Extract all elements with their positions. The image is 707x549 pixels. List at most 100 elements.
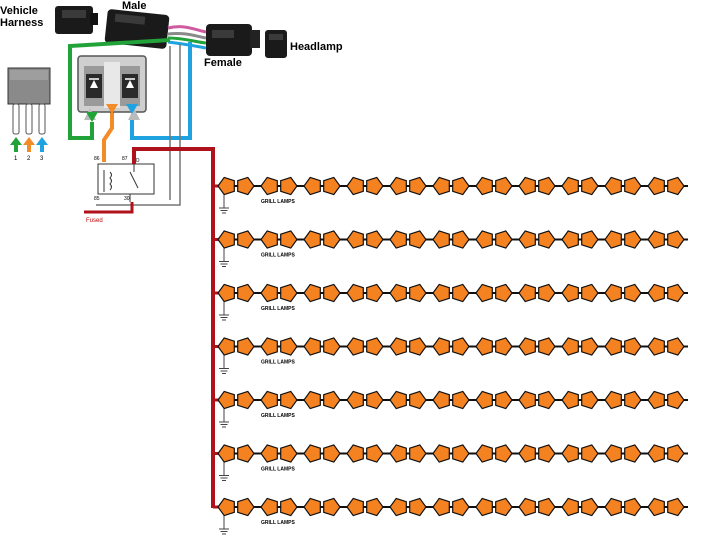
pin1-arrow [10,137,22,152]
grill-lamp-icon [604,283,642,303]
grill-lamp-icon [561,497,599,517]
relay-pin-86: 86 [94,156,100,162]
headlamp-connector [265,30,287,58]
grill-lamp-icon [647,283,685,303]
fused-wire [84,202,134,214]
grill-lamp-icon [389,337,427,356]
grill-lamp-icon [518,390,556,410]
grill-lamp-icon [475,444,513,463]
grill-lamp-icon [518,176,556,196]
ground-wire [96,44,181,206]
grill-lamp-icon [389,283,427,303]
relay-pin-85: 85 [94,196,100,202]
pin3-arrow [36,137,48,152]
lamp-row-2: GRILL LAMPS [213,230,688,267]
grill-lamps-label: GRILL LAMPS [261,467,295,473]
grill-lamp-icon [303,444,341,463]
grill-lamp-icon [647,337,685,356]
grill-lamp-icon [475,176,513,196]
grill-lamp-icon [260,497,298,517]
grill-lamp-icon [303,390,341,410]
grill-lamp-icon [604,444,642,463]
grill-lamp-icon [475,230,513,249]
grill-lamp-icon [604,497,642,517]
relay-pin-30: 30 [124,196,130,202]
grill-lamp-icon [389,444,427,463]
grill-lamp-icon [217,337,255,356]
grill-lamp-icon [432,337,470,356]
ground-icon [219,261,229,267]
grill-lamp-icon [217,390,255,410]
lamp-row-5: GRILL LAMPS [213,390,688,428]
fused-label: Fused [86,218,103,224]
lamp-row-1: GRILL LAMPS [213,176,688,214]
grill-lamps-label: GRILL LAMPS [261,253,295,259]
male-connector [104,9,170,49]
grill-lamp-icon [432,497,470,517]
relay-coil [109,171,112,191]
grill-lamp-icon [561,444,599,463]
grill-lamp-icon [518,337,556,356]
grill-lamp-icon [303,497,341,517]
grill-lamp-icon [217,444,255,463]
grill-lamp-icon [217,497,255,517]
grill-lamps-label: GRILL LAMPS [261,360,295,366]
green-wire-top [167,36,207,45]
grill-lamp-icon [561,176,599,196]
blue-wire [130,42,192,140]
grill-lamp-icon [303,283,341,303]
grill-lamp-icon [432,230,470,249]
grill-lamp-icon [260,176,298,196]
grill-lamp-icon [432,283,470,303]
grill-lamp-icon [389,230,427,249]
grill-lamp-icon [475,497,513,517]
pin3-label: 3 [40,156,44,162]
grill-lamp-icon [604,390,642,410]
grill-lamp-icon [561,337,599,356]
pin1-label: 1 [14,156,18,162]
ground-icon [219,475,229,481]
grill-lamp-icon [346,390,384,410]
grill-lamp-icon [604,176,642,196]
relay-switch [129,171,139,189]
grill-lamp-icon [217,230,255,249]
grill-lamp-icon [518,283,556,303]
lamp-row-6: GRILL LAMPS [213,444,688,481]
grill-lamp-icon [346,283,384,303]
grill-lamp-icon [518,444,556,463]
grill-lamps-label: GRILL LAMPS [261,199,295,205]
ground-icon [219,421,229,428]
grill-lamp-icon [303,337,341,356]
grill-lamp-icon [475,390,513,410]
relay-schematic: 86 87 NO 85 30 [94,156,155,202]
grill-lamp-icon [389,497,427,517]
grill-lamp-icon [561,390,599,410]
grill-lamp-icon [389,390,427,410]
grill-lamp-icon [260,230,298,249]
grill-lamp-icon [346,176,384,196]
harness-connectors: Vehicle Harness Male Female Headlamp [0,0,343,69]
grill-lamp-icon [432,390,470,410]
pin2-arrow [23,137,35,152]
lamp-row-4: GRILL LAMPS [213,337,688,374]
grill-lamp-icon [303,230,341,249]
headlamp-label: Headlamp [290,41,343,53]
relay-pin-87: 87 [122,156,128,162]
grill-lamp-icon [346,337,384,356]
lamp-rows: GRILL LAMPS GRILL LAMPS GRILL LAMPS GRILL L… [213,176,688,535]
grill-lamp-icon [518,230,556,249]
grill-lamps-label: GRILL LAMPS [261,413,295,419]
grill-lamp-icon [260,444,298,463]
grill-lamp-icon [518,497,556,517]
grill-lamp-icon [260,283,298,303]
grill-lamp-icon [647,497,685,517]
vehicle-harness-label-2: Harness [0,17,43,29]
grill-lamp-icon [303,176,341,196]
adapter-wiring [68,38,192,206]
ground-icon [219,207,229,214]
grill-lamp-icon [432,444,470,463]
gray-wire [167,32,207,40]
ground-icon [219,528,229,535]
grill-lamp-icon [217,176,255,196]
orange-wire [102,112,114,162]
